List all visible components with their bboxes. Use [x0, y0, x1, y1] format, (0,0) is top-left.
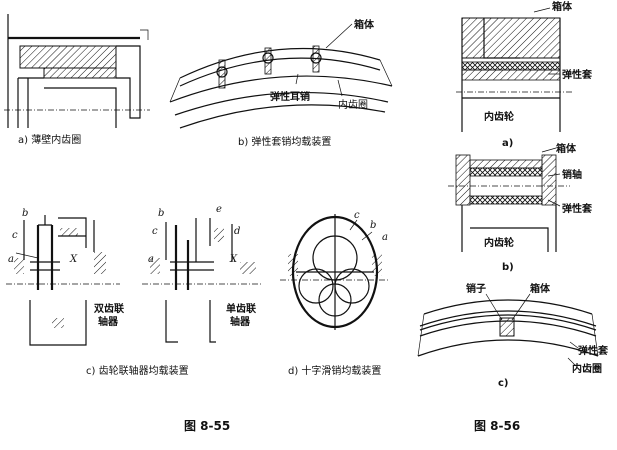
c2-coupler-2: 轴器: [230, 315, 251, 328]
label-box: 箱体: [354, 18, 375, 31]
d-label-a: a: [382, 232, 388, 243]
a-label-gear: 内齿轮: [484, 110, 514, 123]
b-label-box: 箱体: [556, 142, 577, 155]
d-label-b: b: [370, 220, 376, 231]
fig-8-55d-cross-slide: c b a d) 十字滑销均载装置: [280, 210, 388, 377]
c-label-c: c: [12, 230, 18, 241]
fig-8-55c-single-coupling: b c e d a X 单齿联 轴器 c) 齿轮联轴器均载装置: [86, 204, 262, 377]
a-sub: a): [502, 138, 513, 149]
caption-a: a) 薄壁内齿圈: [18, 133, 81, 146]
pin-1: [216, 59, 228, 89]
fig-8-55b-elastic-pin: 箱体 弹性耳销 内齿圈 b) 弹性套销均载装置: [169, 18, 393, 148]
fig-8-55a-thin-wall-ring: a) 薄壁内齿圈: [4, 14, 150, 146]
c2-label-d: d: [234, 226, 240, 237]
fig-8-55c-double-coupling: b c a X 双齿联 轴器: [6, 208, 124, 346]
c2-label-x: X: [229, 254, 238, 265]
caption-c: c) 齿轮联轴器均载装置: [86, 364, 189, 377]
c2-coupler-1: 单齿联: [226, 302, 256, 315]
d-label-c: c: [354, 210, 360, 221]
b-label-pin: 销轴: [562, 168, 582, 181]
fig-8-56c: 销子 箱体 弹性套 内齿圈 c): [417, 282, 609, 389]
c-label-b: b: [22, 208, 28, 219]
caption-d: d) 十字滑销均载装置: [288, 364, 381, 377]
c-label-sleeve: 弹性套: [578, 344, 609, 357]
a-label-sleeve: 弹性套: [562, 68, 593, 81]
c-coupler-2: 轴器: [98, 315, 119, 328]
pin-2: [262, 47, 274, 75]
figure-title-8-55: 图 8-55: [184, 419, 230, 433]
b-label-gear: 内齿轮: [484, 236, 514, 249]
caption-b: b) 弹性套销均载装置: [238, 135, 331, 148]
label-elastic-pin: 弹性耳销: [270, 90, 310, 103]
c2-label-c: c: [152, 226, 158, 237]
label-inner-ring: 内齿圈: [338, 98, 368, 111]
a-label-box: 箱体: [552, 0, 573, 13]
c-sub: c): [498, 378, 509, 389]
figure-title-8-56: 图 8-56: [474, 419, 520, 433]
fig-8-56b: 箱体 销轴 弹性套 内齿轮 b): [448, 142, 593, 273]
c-label-x: X: [69, 254, 78, 265]
b-label-sleeve: 弹性套: [562, 202, 593, 215]
c-label-pin: 销子: [466, 282, 486, 295]
c-label-a: a: [8, 254, 14, 265]
c-label-box: 箱体: [530, 282, 551, 295]
c2-label-e: e: [216, 204, 222, 215]
b-sub: b): [502, 262, 514, 273]
fig-8-56a: 箱体 弹性套 内齿轮 a): [456, 0, 593, 149]
c-label-ring: 内齿圈: [572, 362, 602, 375]
c2-label-a: a: [148, 254, 154, 265]
c-coupler-1: 双齿联: [94, 302, 124, 315]
c2-label-b: b: [158, 208, 164, 219]
pin-3: [310, 45, 322, 73]
